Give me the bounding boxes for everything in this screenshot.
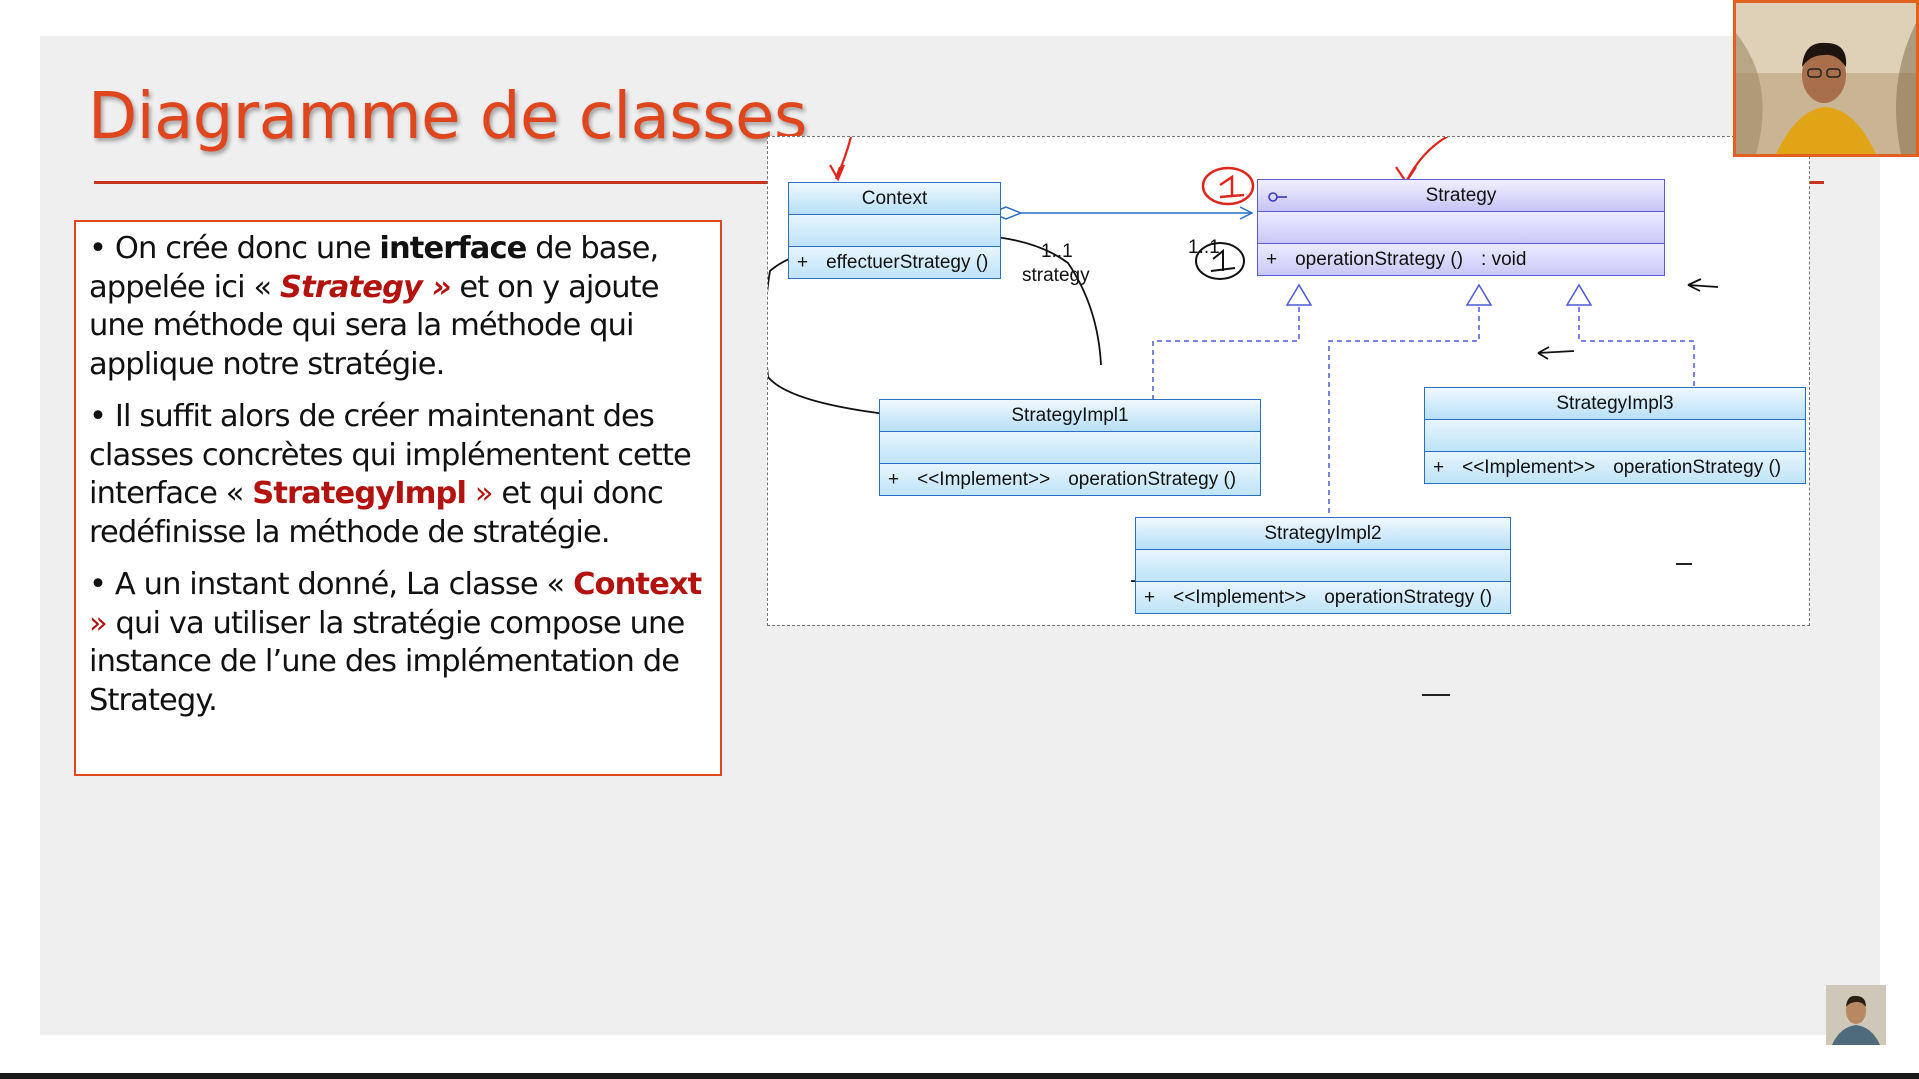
presenter-webcam [1733, 0, 1919, 157]
strategy-attributes [1258, 212, 1664, 244]
bullet-text: • Il suffit alors de créer maintenant de… [89, 399, 692, 511]
stereotype: <<Implement>> [1462, 456, 1596, 478]
slide-title: Diagramme de classes [88, 80, 807, 154]
impl3-attributes [1425, 420, 1805, 452]
strategy-class-name-row: Strategy [1258, 180, 1664, 212]
impl3-class-name: StrategyImpl3 [1425, 388, 1805, 420]
impl1-operation: + <<Implement>> operationStrategy () [880, 464, 1260, 495]
bullet-highlight-strategy: Strategy » [280, 269, 451, 305]
participant-thumbnail[interactable] [1826, 985, 1886, 1045]
visibility-marker: + [1433, 456, 1445, 478]
operation-name: operationStrategy () [1068, 468, 1237, 490]
bullet-quote: » [89, 605, 108, 641]
context-attributes [789, 215, 1000, 247]
impl2-class-name: StrategyImpl2 [1136, 518, 1510, 550]
strategy-operation: + operationStrategy () : void [1258, 244, 1664, 275]
bullet-context: • A un instant donné, La classe « Contex… [89, 566, 710, 720]
annotation-dash [1422, 694, 1450, 696]
interface-lollipop-icon [1268, 188, 1288, 202]
bullet-highlight-context: Context [573, 567, 702, 602]
realization-connectors [1152, 307, 1695, 517]
operation-name: effectuerStrategy () [826, 251, 989, 273]
bullet-quote: » [466, 476, 494, 511]
bullet-bold-term: interface [379, 231, 527, 266]
annotation-dash [1676, 563, 1692, 565]
impl2-operation: + <<Implement>> operationStrategy () [1136, 582, 1510, 613]
impl2-attributes [1136, 550, 1510, 582]
stereotype: <<Implement>> [917, 468, 1051, 490]
association-connector [988, 206, 1254, 220]
strategy-impl2-class: StrategyImpl2 + <<Implement>> operationStr… [1135, 517, 1511, 614]
strategy-impl3-class: StrategyImpl3 + <<Implement>> operationStr… [1424, 387, 1806, 484]
association-role-label: strategy [1022, 265, 1090, 286]
bullet-implementations: • Il suffit alors de créer maintenant de… [89, 398, 710, 552]
context-class: Context + effectuerStrategy () [788, 182, 1001, 279]
visibility-marker: + [888, 468, 900, 490]
inheritance-triangles [1285, 283, 1593, 306]
participant-avatar [1826, 985, 1886, 1045]
strategy-interface: Strategy + operationStrategy () : void [1257, 179, 1665, 276]
class-diagram: Context + effectuerStrategy () Strategy +… [767, 136, 1810, 626]
impl1-attributes [880, 432, 1260, 464]
context-operation: + effectuerStrategy () [789, 247, 1000, 278]
presenter-video-image [1736, 3, 1916, 154]
operation-name: operationStrategy () [1324, 586, 1493, 608]
multiplicity-context-side: 1..1 [1041, 241, 1073, 262]
bullet-text: et on y ajoute une méthode qui sera la m… [89, 269, 659, 382]
bullet-text: • On crée donc une [89, 231, 380, 266]
bullet-text: de base, appelée ici « [89, 231, 659, 305]
visibility-marker: + [1266, 248, 1278, 270]
impl1-class-name: StrategyImpl1 [880, 400, 1260, 432]
stereotype: <<Implement>> [1173, 586, 1307, 608]
operation-return-type: : void [1481, 248, 1527, 270]
bottom-bar [0, 1073, 1919, 1079]
multiplicity-strategy-side: 1..1 [1188, 237, 1220, 258]
impl3-operation: + <<Implement>> operationStrategy () [1425, 452, 1805, 483]
bullet-text: et qui donc redéfinisse la méthode de st… [89, 476, 664, 550]
visibility-marker: + [1144, 586, 1156, 608]
strategy-impl1-class: StrategyImpl1 + <<Implement>> operationStr… [879, 399, 1261, 496]
bullet-highlight-strategyimpl: StrategyImpl [252, 476, 467, 511]
text-box: • On crée donc une interface de base, ap… [74, 220, 722, 776]
bullet-interface: • On crée donc une interface de base, ap… [89, 230, 710, 384]
operation-name: operationStrategy () [1295, 248, 1464, 270]
bullet-text: qui va utiliser la stratégie compose une… [89, 605, 685, 718]
context-class-name: Context [789, 183, 1000, 215]
bullet-text: • A un instant donné, La classe « [89, 567, 574, 602]
visibility-marker: + [797, 251, 809, 273]
operation-name: operationStrategy () [1613, 456, 1782, 478]
strategy-class-name: Strategy [1425, 184, 1497, 206]
